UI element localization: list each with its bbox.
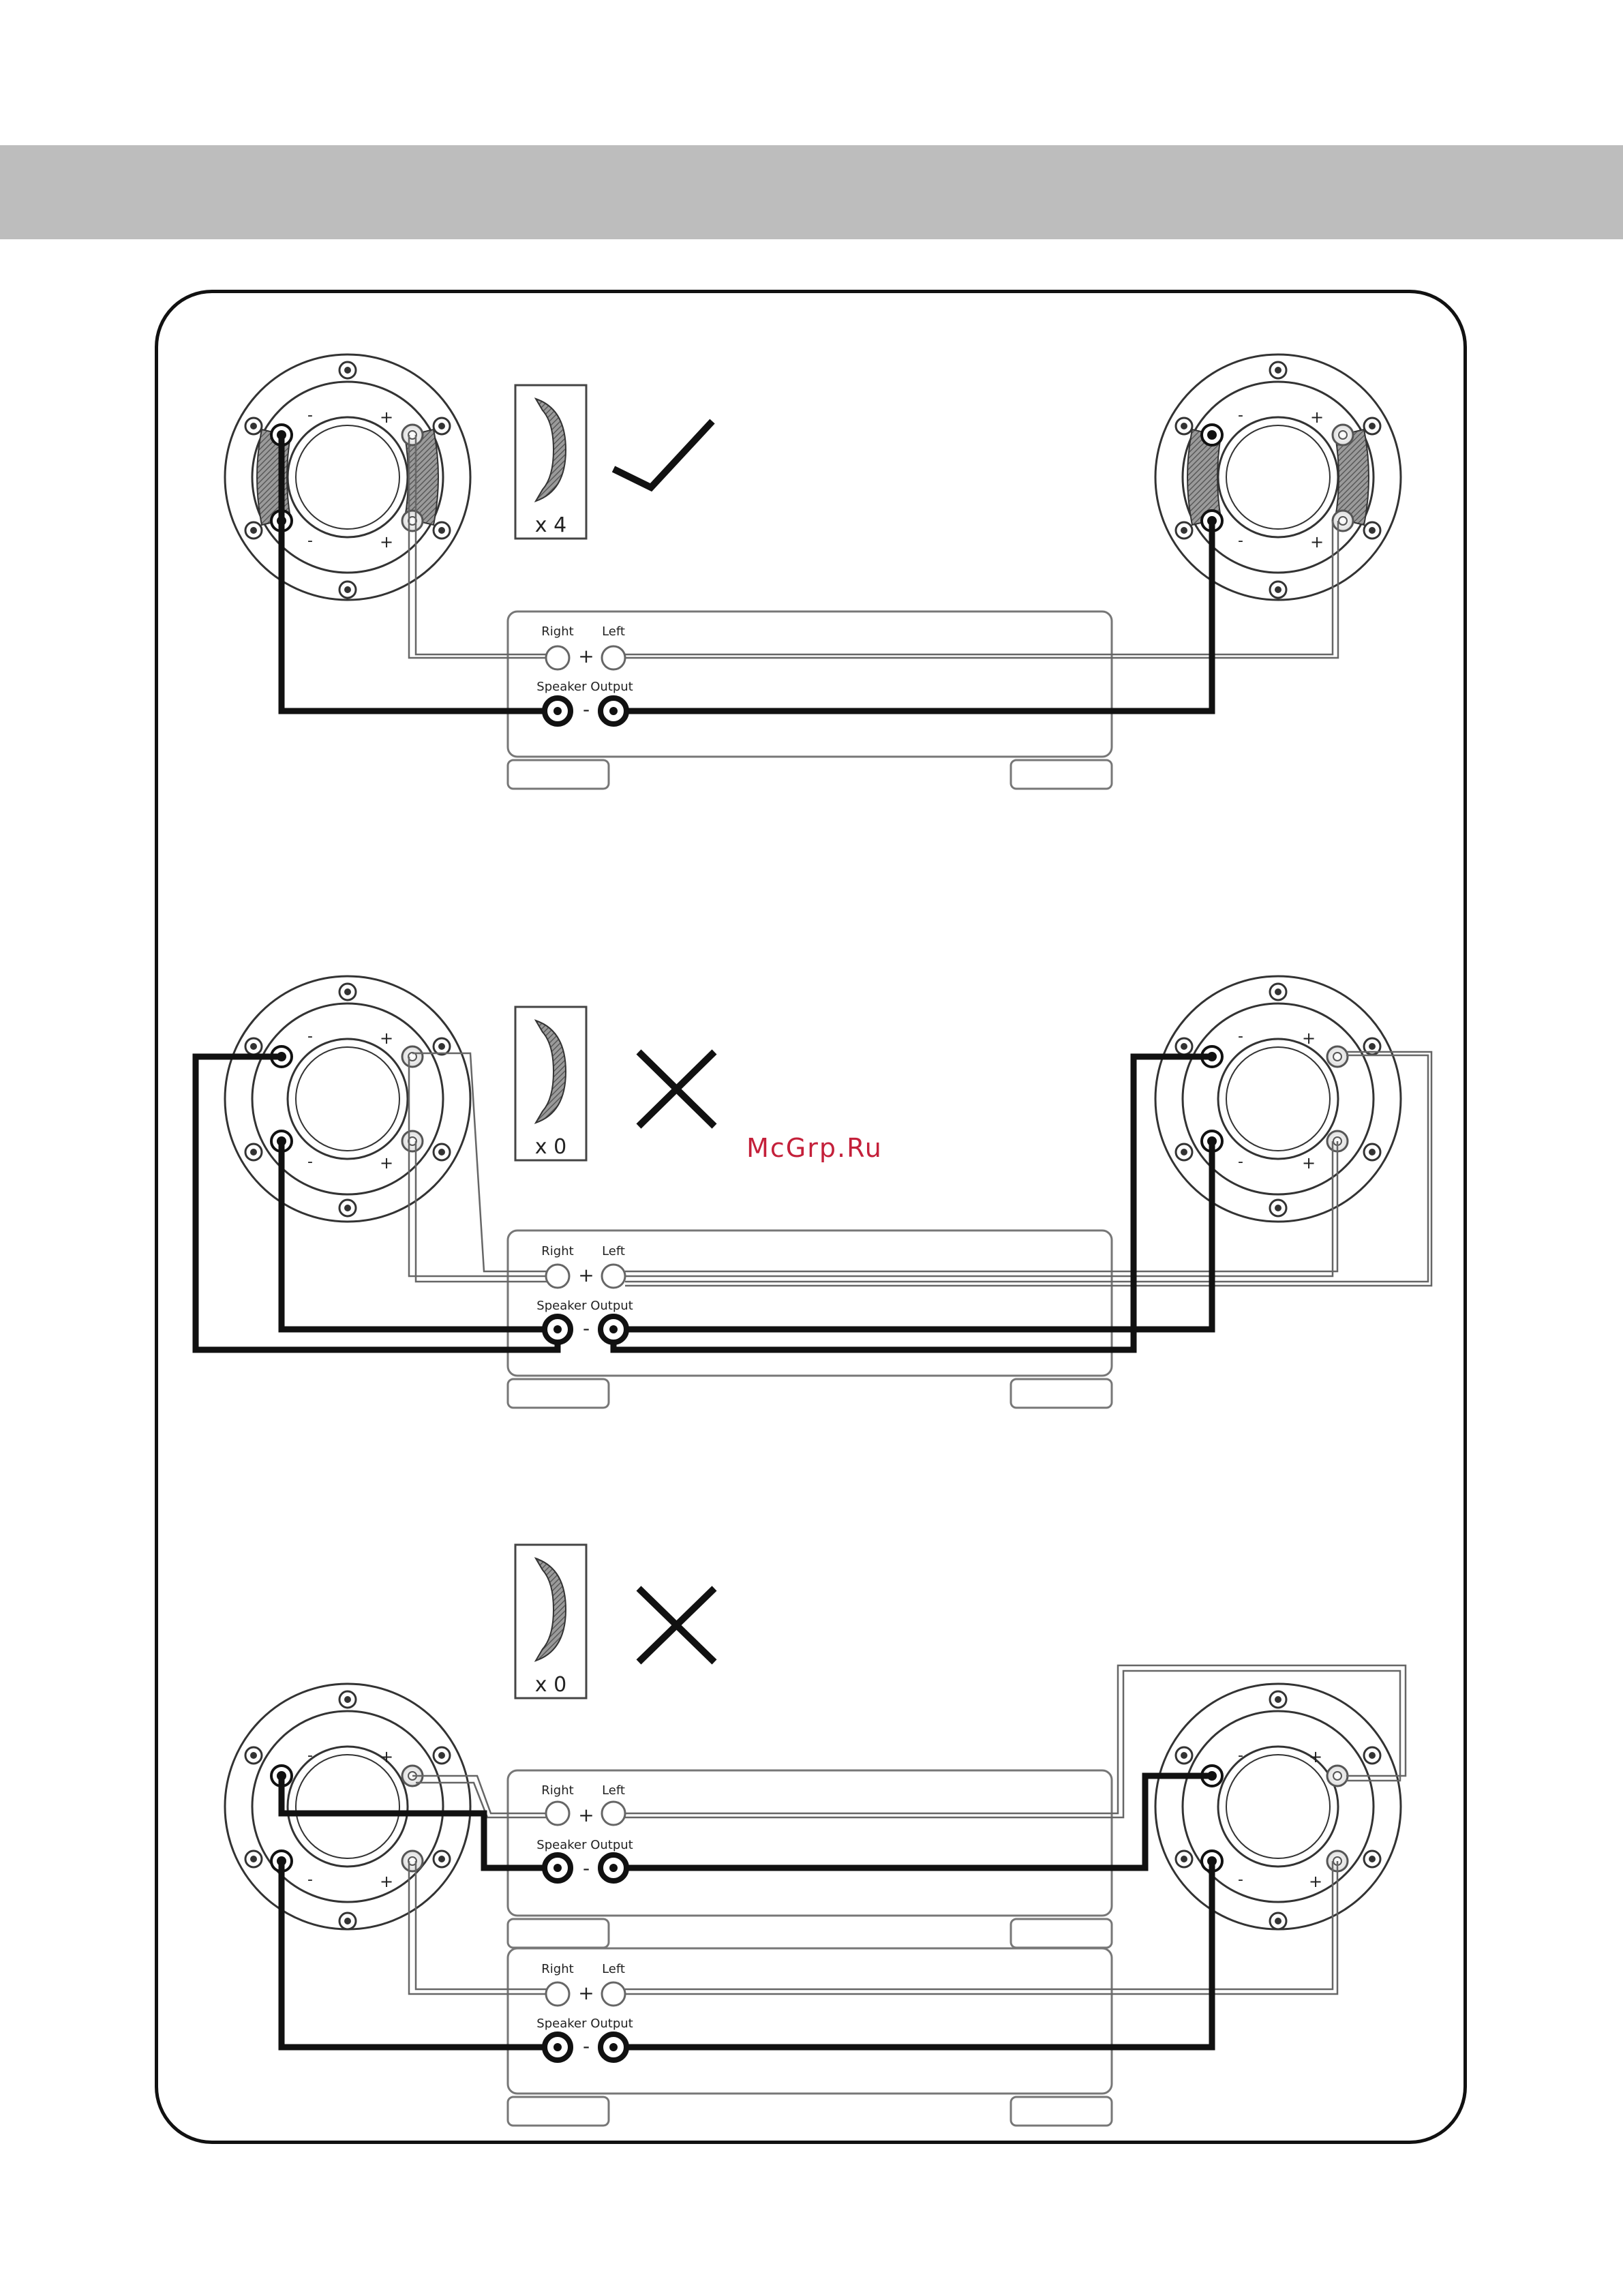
right-plus-terminal [546, 1265, 569, 1288]
minus-label: - [1238, 532, 1243, 549]
right-plus-terminal [546, 1802, 569, 1825]
negative-wires-3 [282, 1776, 1212, 2047]
speaker-output-label: Speaker Output [536, 680, 633, 694]
plus-label: + [380, 1747, 393, 1766]
left-label: Left [602, 1783, 625, 1798]
plus-label: + [380, 1029, 393, 1048]
cross-icon [639, 1052, 714, 1126]
minus-label: - [1238, 1028, 1243, 1045]
left-label: Left [602, 624, 625, 639]
minus-label: - [1238, 1153, 1243, 1170]
cross-icon [639, 1588, 714, 1662]
right-plus-terminal [546, 1982, 569, 2006]
plus-label: + [1302, 1153, 1316, 1173]
speaker-right-3: - + - + [1155, 1684, 1401, 1929]
left-plus-terminal [602, 1265, 625, 1288]
plus-label: + [1310, 532, 1324, 552]
bracket-count: x 0 [535, 1673, 566, 1697]
minus-label: - [307, 1028, 313, 1045]
minus-label: - [307, 1747, 313, 1764]
plus-label: + [380, 532, 393, 552]
diagram-1: Right Left + Speaker Output - - + [225, 354, 1401, 789]
speaker-output-label: Speaker Output [536, 2016, 633, 2031]
minus-label: - [583, 1857, 590, 1879]
amplifier-1: Right Left + Speaker Output - [508, 611, 1112, 789]
right-label: Right [541, 1244, 573, 1258]
minus-label: - [1238, 407, 1243, 424]
right-label: Right [541, 1962, 573, 1976]
bracket-box-1: x 4 [515, 385, 586, 539]
minus-label: - [583, 698, 590, 721]
speaker-right-2: - + - + [1155, 976, 1401, 1222]
bracket-box-3: x 0 [515, 1545, 586, 1698]
plus-label: + [578, 1982, 594, 2004]
bracket-count: x 4 [535, 513, 566, 537]
plus-label: + [578, 645, 594, 667]
right-label: Right [541, 1783, 573, 1798]
right-label: Right [541, 624, 573, 639]
plus-label: + [1309, 1747, 1322, 1766]
minus-label: - [583, 1317, 590, 1340]
amplifier-3b: Right Left + Speaker Output - [508, 1948, 1112, 2126]
minus-label: - [307, 1871, 313, 1888]
left-label: Left [602, 1244, 625, 1258]
plus-label: + [578, 1264, 594, 1286]
minus-label: - [307, 532, 313, 549]
left-plus-terminal [602, 646, 625, 669]
right-plus-terminal [546, 646, 569, 669]
checkmark-icon [613, 421, 712, 487]
plus-label: + [1302, 1029, 1316, 1048]
plus-label: + [1310, 408, 1324, 427]
speaker-left-2: - + - + [225, 976, 470, 1222]
speaker-output-label: Speaker Output [536, 1299, 633, 1313]
speaker-left-1: - + - + [225, 354, 470, 600]
plus-label: + [380, 1153, 393, 1173]
left-plus-terminal [602, 1982, 625, 2006]
left-plus-terminal [602, 1802, 625, 1825]
amplifier-3a: Right Left + Speaker Output - [508, 1770, 1112, 1948]
minus-label: - [307, 1153, 313, 1170]
plus-label: + [380, 408, 393, 427]
diagram-2: Right Left + Speaker Output - - + - + [196, 976, 1431, 1408]
diagram-3: Right Left + Speaker Output - Right Left… [225, 1545, 1406, 2126]
speaker-right-1: - + - + [1155, 354, 1401, 600]
negative-wires-2 [196, 1057, 1212, 1350]
minus-label: - [583, 2035, 590, 2057]
left-label: Left [602, 1962, 625, 1976]
plus-label: + [380, 1872, 393, 1891]
speaker-output-label: Speaker Output [536, 1838, 633, 1852]
minus-label: - [1238, 1747, 1243, 1764]
minus-label: - [1238, 1871, 1243, 1888]
bracket-box-2: x 0 [515, 1007, 586, 1160]
plus-label: + [578, 1804, 594, 1826]
bracket-count: x 0 [535, 1135, 566, 1159]
plus-label: + [1309, 1872, 1322, 1891]
watermark: McGrp.Ru [746, 1133, 883, 1163]
speaker-left-3: - + - + [225, 1684, 470, 1929]
amplifier-2: Right Left + Speaker Output - [508, 1230, 1112, 1408]
minus-label: - [307, 407, 313, 424]
